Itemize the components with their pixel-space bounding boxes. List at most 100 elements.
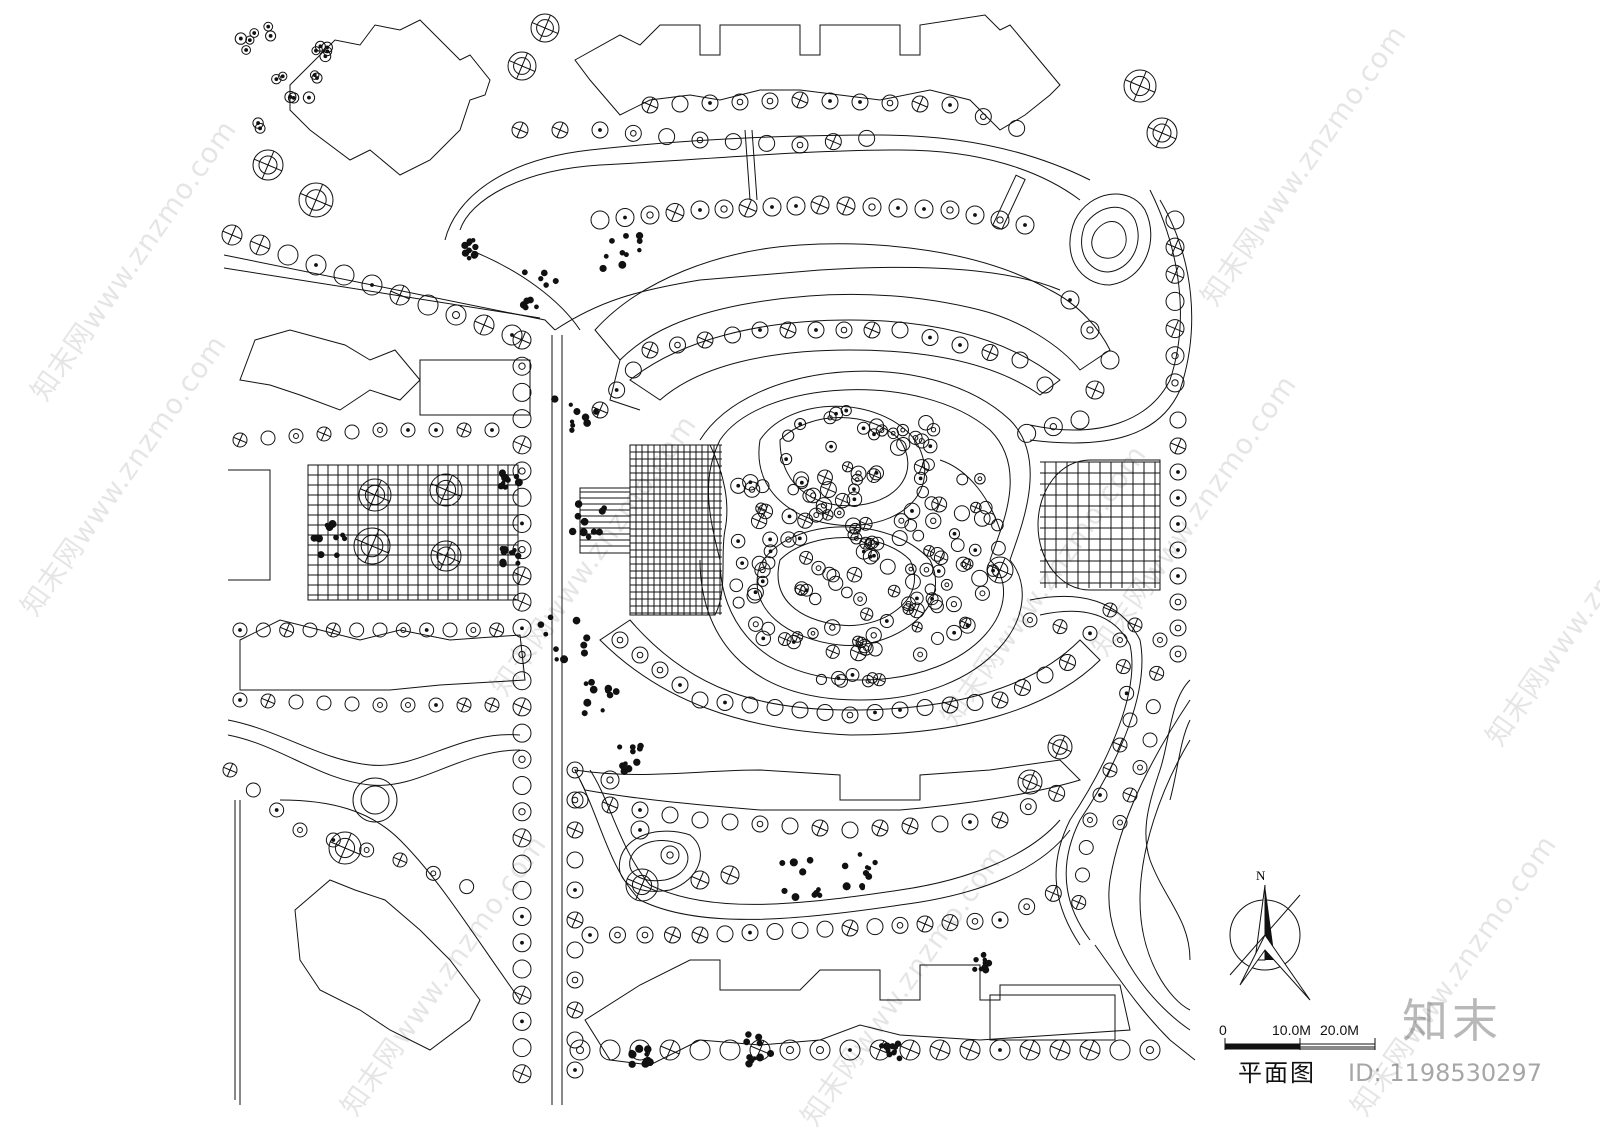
tree-symbol	[742, 474, 759, 491]
tree-symbol	[221, 224, 243, 246]
shrub-symbol	[553, 646, 559, 653]
tree-symbol	[761, 621, 776, 636]
shrub-symbol	[973, 956, 979, 963]
tree-symbol	[974, 108, 992, 126]
shrub-symbol	[628, 1060, 636, 1068]
tree-symbol	[1078, 840, 1094, 855]
tree-symbol	[507, 51, 537, 81]
tree-symbol	[234, 32, 247, 45]
tree-symbol	[941, 696, 959, 714]
tree-symbol	[879, 558, 896, 575]
tree-symbol	[841, 821, 859, 839]
tree-symbol	[1100, 350, 1120, 370]
tree-symbol	[325, 622, 341, 638]
shrub-symbols	[310, 232, 993, 1068]
tree-symbol	[909, 602, 925, 619]
shrub-symbol	[779, 860, 786, 866]
tree-symbol	[780, 531, 797, 548]
tree-symbol	[780, 453, 793, 466]
tree-symbol	[817, 469, 833, 486]
shrub-symbol	[580, 517, 589, 526]
tree-symbol	[927, 594, 943, 610]
tree-symbol	[807, 627, 819, 640]
tree-symbol	[671, 676, 689, 694]
shrub-symbol	[619, 249, 626, 256]
tree-symbol	[512, 618, 532, 638]
tree-symbol	[636, 926, 654, 944]
tree-symbol	[512, 723, 532, 743]
tree-symbol	[1049, 1039, 1071, 1061]
tree-symbol	[690, 870, 710, 890]
tree-symbol	[430, 540, 462, 572]
tree-symbol	[1018, 898, 1036, 916]
tree-symbol	[566, 761, 584, 779]
tree-symbol	[428, 697, 444, 713]
tree-symbol	[869, 1039, 891, 1061]
tree-symbol	[828, 406, 844, 421]
tree-symbol	[1165, 264, 1185, 284]
tree-symbol	[925, 592, 939, 606]
north-arrow	[1229, 884, 1311, 1001]
tree-symbol	[1102, 602, 1118, 618]
tree-symbol	[288, 694, 304, 710]
tree-symbol	[419, 622, 435, 638]
east-plaza	[1037, 459, 1161, 591]
tree-symbol	[824, 133, 842, 151]
shrub-symbol	[799, 868, 807, 876]
tree-symbol	[966, 694, 984, 711]
tree-symbol	[1165, 319, 1185, 339]
shrub-symbol	[522, 304, 529, 311]
shrub-symbol	[789, 858, 798, 867]
tree-symbol	[762, 556, 776, 570]
tree-symbol	[1169, 515, 1187, 533]
tree-symbol	[846, 491, 863, 508]
tree-symbol	[400, 697, 416, 713]
tree-symbol	[1060, 290, 1080, 310]
tree-symbol	[867, 428, 881, 441]
tree-symbol	[781, 508, 798, 525]
tree-symbol	[232, 432, 248, 448]
tree-symbol	[762, 531, 779, 548]
tree-symbol	[841, 919, 859, 937]
tree-symbol	[1043, 417, 1063, 437]
tree-symbol	[986, 556, 1014, 584]
tree-symbol	[512, 1011, 532, 1031]
tree-symbol	[721, 813, 739, 831]
tree-symbol	[1169, 463, 1187, 481]
tree-symbol	[751, 815, 769, 833]
east-river-edge	[1145, 679, 1191, 961]
tree-symbol	[591, 121, 609, 139]
building-arc-north	[594, 243, 1111, 411]
tree-symbol	[757, 575, 769, 587]
tree-symbol	[609, 926, 626, 944]
shrub-symbol	[580, 649, 589, 657]
tree-symbol	[929, 1039, 951, 1061]
tree-symbol	[696, 331, 714, 349]
tree-symbol	[751, 321, 769, 339]
tree-symbol	[1169, 645, 1187, 663]
plan-title: 平面图	[1238, 1059, 1316, 1087]
shrub-symbol	[636, 238, 643, 244]
tree-symbol	[891, 321, 909, 339]
tree-symbol	[914, 199, 934, 219]
tree-symbol	[658, 128, 676, 146]
tree-symbol	[1017, 423, 1037, 443]
shrub-symbol	[623, 761, 628, 767]
tree-symbol	[799, 550, 814, 565]
shrub-symbol	[568, 527, 577, 536]
tree-symbol	[1127, 617, 1143, 633]
shrub-symbol	[813, 889, 820, 897]
tree-symbol	[512, 566, 532, 586]
tree-symbol	[973, 510, 991, 527]
shrub-symbol	[543, 631, 549, 637]
tree-symbol	[1112, 632, 1128, 648]
tree-symbol	[816, 920, 834, 938]
tree-symbol	[730, 533, 746, 549]
tree-symbol	[910, 591, 924, 606]
tree-symbol	[930, 599, 944, 614]
tree-symbol	[1169, 489, 1187, 507]
tree-symbol	[566, 971, 584, 989]
tree-symbol	[624, 124, 642, 142]
tree-symbol	[664, 926, 681, 944]
tree-symbol	[425, 865, 441, 881]
